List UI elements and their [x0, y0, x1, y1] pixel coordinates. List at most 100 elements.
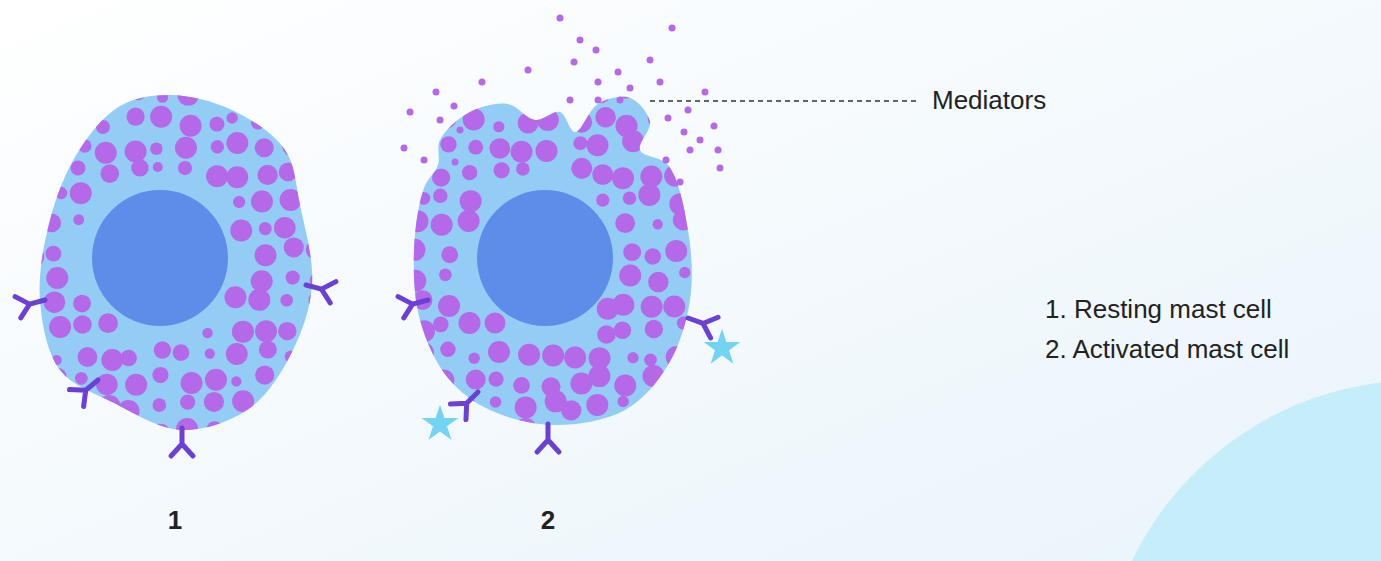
granule — [225, 392, 244, 411]
granule — [285, 350, 297, 362]
granule — [468, 429, 486, 447]
granule — [665, 240, 687, 262]
granule — [641, 296, 663, 318]
granule — [360, 162, 382, 184]
granule — [101, 396, 114, 409]
granule — [250, 112, 268, 130]
granule — [120, 348, 142, 370]
granule — [516, 162, 530, 176]
granule — [147, 393, 163, 409]
granule — [288, 428, 302, 442]
granule — [207, 242, 229, 264]
granule — [288, 247, 300, 259]
granule — [13, 398, 35, 420]
granule — [224, 219, 246, 241]
granule — [226, 132, 248, 154]
granule — [306, 348, 317, 359]
granule — [70, 236, 92, 258]
granule — [175, 137, 197, 159]
granule — [305, 163, 327, 185]
granule — [206, 325, 218, 337]
granule — [281, 185, 303, 207]
granule — [181, 372, 203, 394]
granule — [384, 166, 394, 176]
granule — [306, 350, 326, 370]
granule — [623, 191, 636, 204]
granule — [99, 89, 121, 111]
granule — [152, 367, 168, 383]
mediator-dot — [525, 67, 532, 74]
receptor — [15, 289, 48, 317]
granule — [365, 243, 376, 254]
granule — [99, 319, 121, 341]
granule — [274, 81, 294, 101]
granule — [259, 222, 272, 235]
granule — [524, 425, 535, 436]
granule — [226, 343, 248, 365]
granule — [458, 312, 480, 334]
granule — [304, 395, 322, 413]
granule — [308, 396, 327, 415]
granule — [275, 399, 293, 417]
granule — [673, 380, 683, 390]
granule — [255, 320, 277, 342]
granule — [25, 89, 47, 111]
callout-number: 1 — [168, 505, 182, 536]
mediator-dot — [571, 59, 578, 66]
granule — [274, 217, 296, 239]
granule — [78, 139, 92, 153]
granule — [26, 424, 38, 436]
granule — [390, 429, 401, 440]
granule — [647, 140, 658, 151]
receptor — [450, 384, 485, 419]
granule — [301, 294, 320, 313]
granule — [571, 158, 592, 179]
granule — [251, 191, 273, 213]
granule — [404, 366, 426, 388]
granule — [648, 83, 670, 105]
mediator-dot — [452, 159, 459, 166]
granule — [237, 196, 250, 209]
granule — [486, 428, 503, 445]
granule — [78, 347, 98, 367]
granule — [573, 136, 587, 150]
granule — [75, 372, 88, 385]
granule — [149, 424, 171, 446]
granule — [403, 239, 425, 261]
granule — [21, 373, 43, 395]
granule — [251, 242, 273, 264]
granule — [21, 164, 36, 179]
antigen — [422, 405, 459, 440]
granule — [251, 115, 265, 129]
mediator-dot — [711, 123, 718, 130]
antigen — [704, 329, 741, 364]
granule — [77, 289, 96, 308]
granule — [490, 82, 507, 99]
granule — [384, 221, 396, 233]
granule — [180, 115, 202, 137]
granule — [71, 160, 86, 175]
granule — [180, 394, 195, 409]
mediator-dot — [407, 109, 414, 116]
granule — [339, 351, 357, 369]
granule — [251, 426, 273, 448]
granule — [388, 90, 410, 112]
receptor — [537, 424, 559, 452]
mediator-dot — [577, 37, 584, 44]
granule — [75, 418, 97, 440]
granule — [333, 131, 355, 153]
granule — [678, 428, 688, 438]
granule — [357, 237, 379, 259]
granule — [413, 320, 435, 342]
granule — [408, 419, 430, 441]
granule — [257, 132, 279, 154]
mediator-dot — [593, 47, 600, 54]
granule — [227, 78, 249, 100]
granule — [43, 88, 63, 108]
receptor — [684, 308, 718, 338]
granule — [384, 115, 406, 137]
granule — [195, 109, 217, 131]
granule — [232, 86, 254, 108]
granule — [204, 392, 224, 412]
